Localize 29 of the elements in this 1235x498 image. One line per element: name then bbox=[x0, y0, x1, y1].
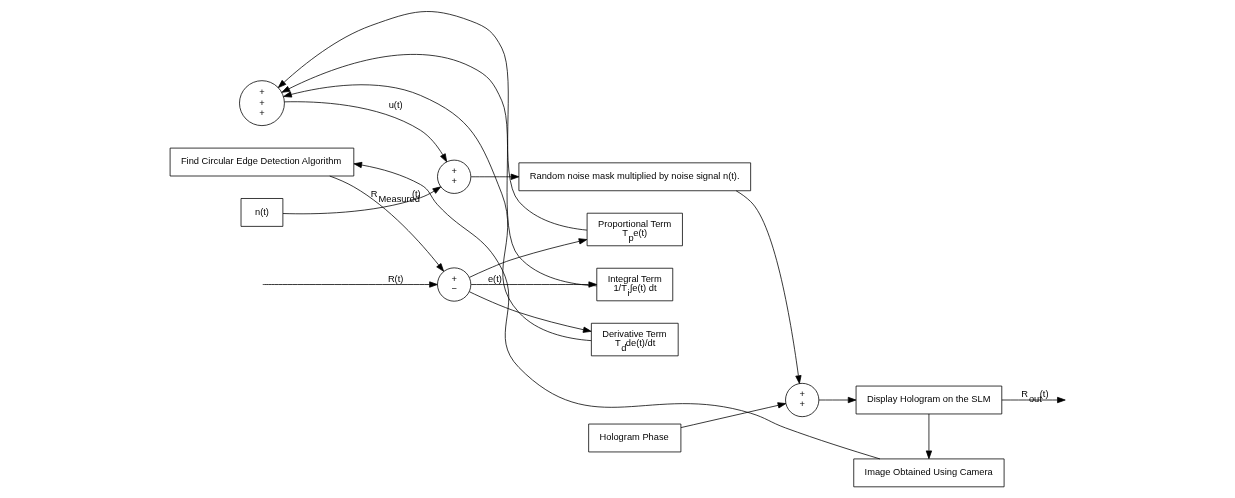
edge-label: e(t) bbox=[487, 273, 502, 284]
arrow bbox=[818, 396, 856, 404]
arrow bbox=[261, 281, 438, 288]
node-box: Image Obtained Using Camera bbox=[852, 458, 1004, 488]
node-box: Display Hologram on the SLM bbox=[855, 385, 1002, 415]
node-box: Find Circular Edge Detection Algorithm bbox=[169, 147, 354, 177]
node-circle: + − bbox=[436, 267, 471, 302]
arrow bbox=[1001, 396, 1066, 404]
node-circle: + + bbox=[436, 159, 471, 194]
arrow bbox=[282, 84, 592, 342]
arrow bbox=[468, 291, 591, 333]
arrow bbox=[468, 238, 587, 278]
arrow bbox=[328, 175, 444, 272]
node-circle: + + bbox=[784, 382, 819, 418]
arrow bbox=[680, 402, 786, 428]
arrow bbox=[735, 190, 801, 384]
arrow bbox=[281, 54, 597, 287]
arrow bbox=[470, 281, 597, 288]
arrow bbox=[470, 173, 519, 180]
node-box: Hologram Phase bbox=[587, 423, 681, 453]
edge-label: R(t) bbox=[387, 273, 403, 284]
arrow bbox=[277, 11, 587, 231]
arrow bbox=[282, 186, 441, 215]
node-box: n(t) bbox=[240, 198, 283, 227]
arrow bbox=[925, 413, 932, 460]
edge-label: u(t) bbox=[388, 100, 403, 111]
node-box: Random noise mask multiplied by noise signal n(t). bbox=[518, 162, 751, 192]
arrow bbox=[353, 161, 880, 460]
arrow bbox=[283, 101, 447, 163]
